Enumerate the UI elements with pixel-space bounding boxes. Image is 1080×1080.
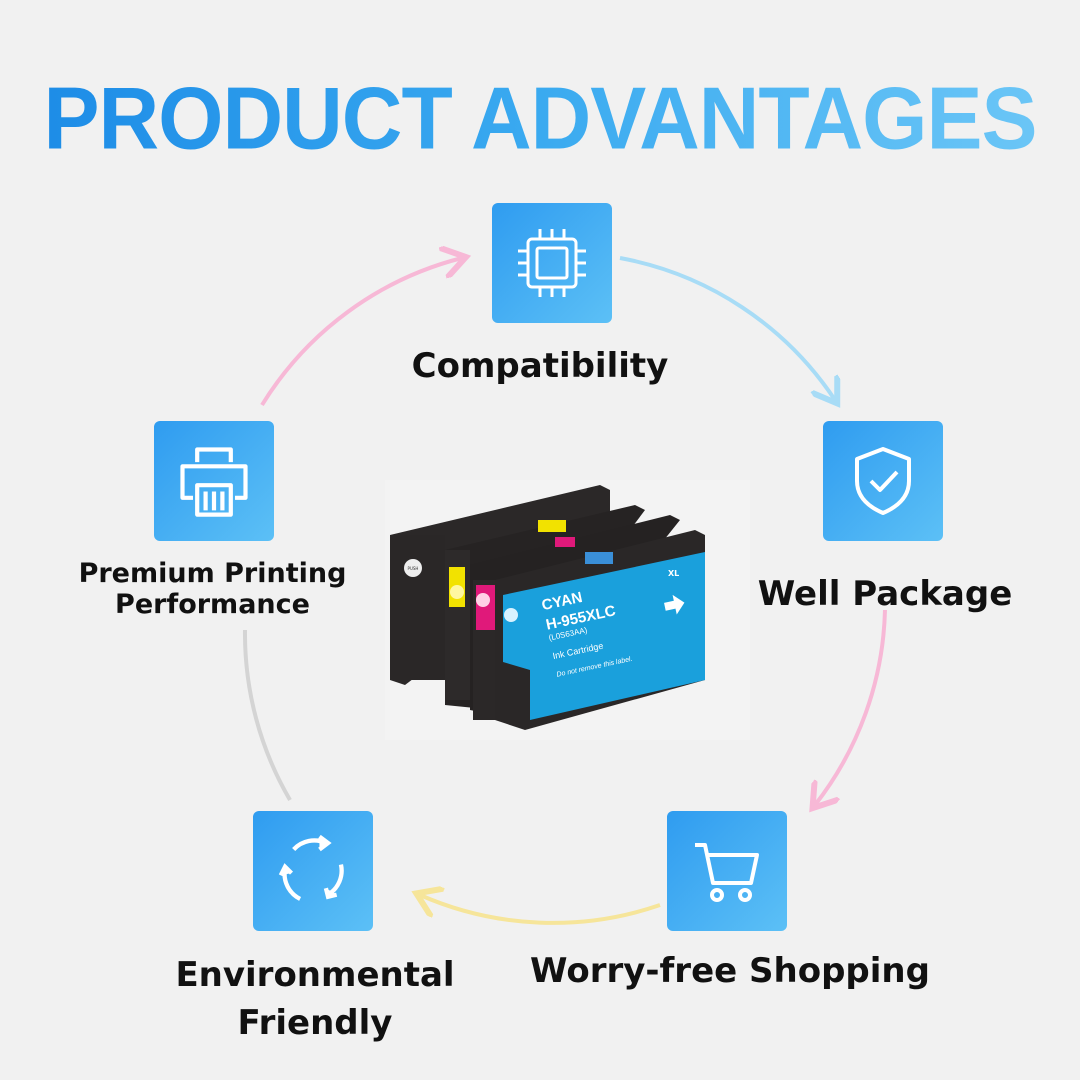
printing-label: Premium Printing Performance <box>60 558 365 620</box>
arrow-yellow-bottom <box>420 895 661 925</box>
printing-icon-box <box>154 421 274 541</box>
environmental-icon-box <box>253 811 373 931</box>
printing-label-line1: Premium Printing <box>78 558 347 589</box>
printing-label-line2: Performance <box>115 589 310 620</box>
product-image: PUSH XL CYAN H-955XLC (L0S63AA) Ink Cart… <box>385 480 750 740</box>
arrow-right-icon <box>664 594 685 615</box>
push-text: PUSH <box>408 566 419 571</box>
arrow-pink-right <box>815 609 887 805</box>
compatibility-icon-box <box>492 203 612 323</box>
shopping-icon-box <box>667 811 787 931</box>
arrow-blue-top <box>619 256 835 400</box>
environmental-label-line1: Environmental <box>175 955 455 995</box>
shield-check-icon <box>855 447 911 515</box>
arrow-gray-left <box>242 629 292 802</box>
chip-icon <box>518 229 586 297</box>
cartridge-set: PUSH XL CYAN H-955XLC (L0S63AA) Ink Cart… <box>390 485 705 730</box>
well-package-label: Well Package <box>757 574 1013 614</box>
environmental-label-line2: Friendly <box>237 1003 393 1043</box>
well-package-icon-box <box>823 421 943 541</box>
shopping-cart-icon <box>695 843 759 902</box>
environmental-label: Environmental Friendly <box>160 951 470 1047</box>
printer-icon <box>180 447 248 517</box>
recycle-icon <box>278 834 344 901</box>
magenta-label <box>476 585 496 630</box>
page-title: PRODUCT ADVANTAGES <box>0 68 1080 170</box>
compatibility-label: Compatibility <box>411 346 669 386</box>
shopping-label: Worry-free Shopping <box>530 951 930 991</box>
cyan-label <box>503 552 705 720</box>
xl-badge: XL <box>668 569 679 578</box>
arrow-pink-top <box>260 258 462 407</box>
